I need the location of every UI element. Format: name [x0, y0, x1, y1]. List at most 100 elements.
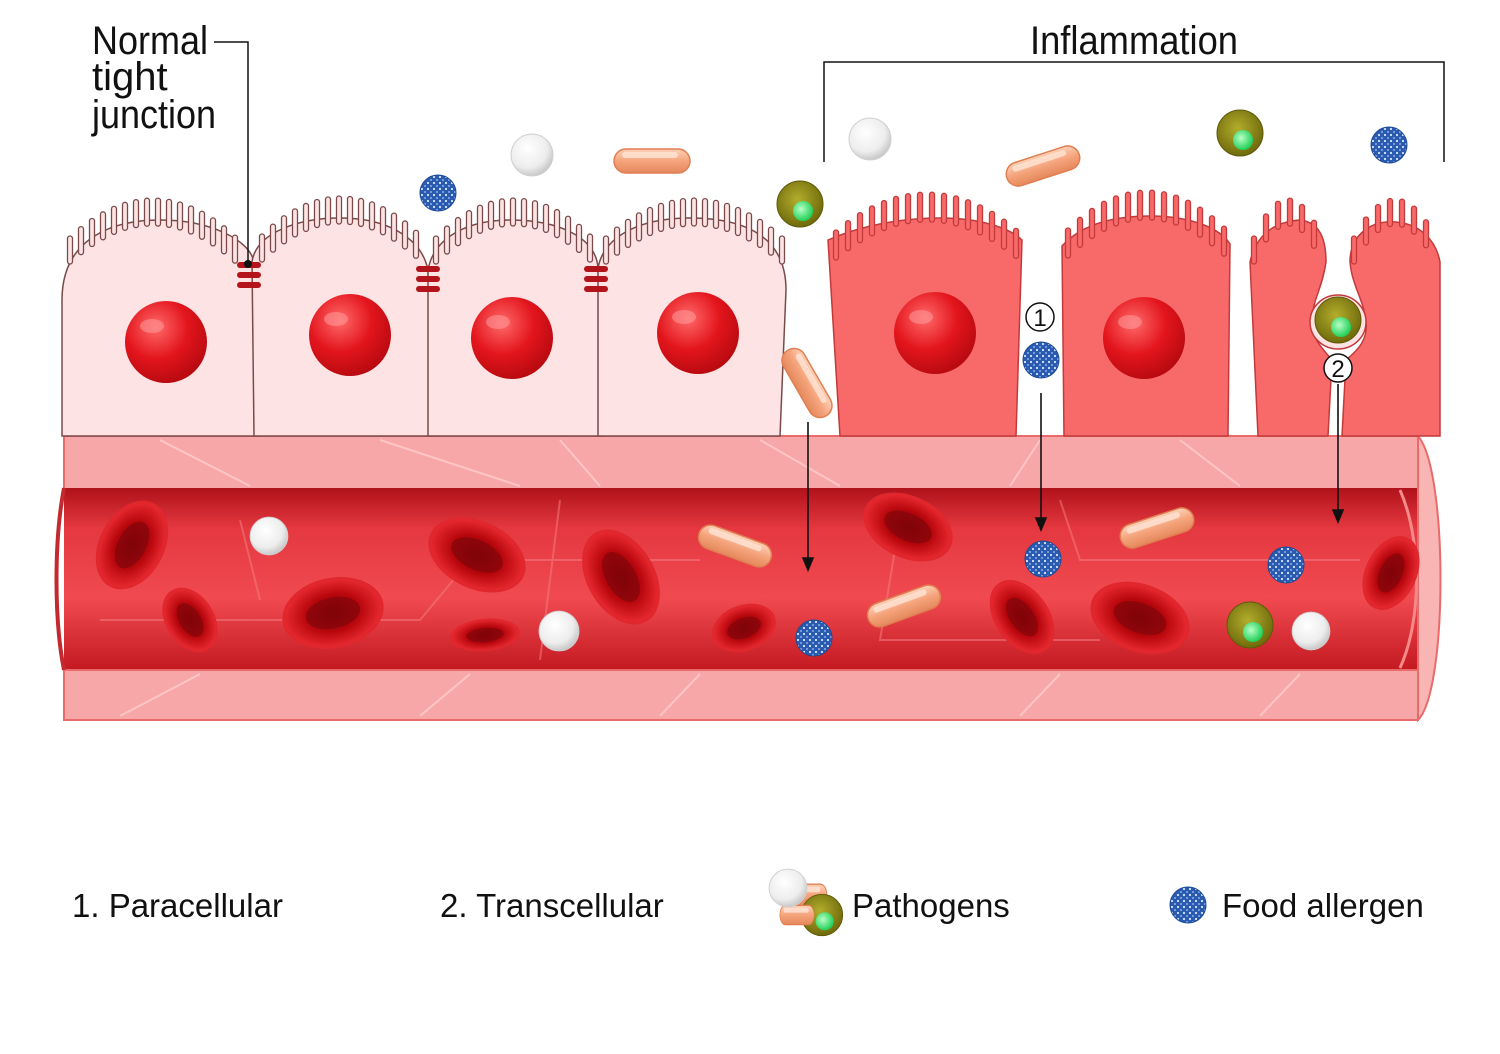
microvillus — [291, 208, 299, 238]
food-allergen — [1022, 341, 1060, 379]
microvillus — [575, 223, 583, 254]
legend-paracellular: 1. Paracellular — [72, 887, 283, 924]
healthy-microvilli — [66, 195, 786, 265]
microvillus — [412, 229, 420, 259]
microvillus — [1112, 195, 1120, 227]
route-1-number: 1 — [1033, 305, 1046, 332]
microvillus — [520, 197, 528, 228]
microvillus — [99, 211, 107, 241]
microvillus — [564, 215, 572, 245]
microvillus — [258, 233, 266, 263]
microvillus — [1100, 200, 1108, 232]
microvillus — [844, 219, 852, 252]
legend-pathogens: Pathogens — [852, 887, 1010, 924]
blood-vessel — [54, 433, 1442, 723]
microvillus — [1184, 199, 1192, 231]
microvillus — [454, 216, 462, 247]
normal-label-line2: tight — [92, 55, 168, 99]
food-allergen — [1024, 540, 1062, 578]
nucleus — [309, 294, 391, 376]
microvillus — [1422, 219, 1430, 249]
microvillus — [1148, 189, 1156, 221]
route-2-marker: 2 — [1323, 353, 1353, 383]
microvillus — [269, 223, 277, 253]
microvillus — [1196, 206, 1204, 238]
microvillus — [586, 233, 594, 263]
microvillus — [1350, 235, 1358, 265]
microvillus — [401, 220, 409, 250]
microvillus — [280, 215, 288, 245]
microvillus — [1172, 194, 1180, 226]
microvillus — [198, 210, 206, 240]
microvillus — [346, 195, 354, 226]
microvillus — [690, 197, 698, 227]
microvillus — [1136, 189, 1144, 221]
microvillus — [390, 212, 398, 242]
microvillus — [767, 226, 775, 256]
microvillus — [1250, 235, 1258, 265]
microvillus — [88, 217, 96, 248]
microvillus — [1160, 191, 1168, 223]
microvillus — [1286, 197, 1294, 227]
microvillus — [1208, 215, 1216, 247]
microvillus — [187, 205, 195, 235]
microvillus — [613, 226, 621, 256]
microvillus — [165, 198, 173, 229]
microvillus — [443, 225, 451, 255]
microvillus — [1298, 203, 1306, 234]
microvillus — [1398, 198, 1406, 228]
microvillus — [1362, 216, 1370, 246]
microvillus — [745, 212, 753, 242]
white-pathogen — [510, 133, 554, 177]
microvillus — [1374, 203, 1382, 234]
microvillus — [220, 225, 228, 255]
microvillus — [712, 199, 720, 230]
olive-pathogen — [1314, 296, 1362, 344]
microvillus — [465, 209, 473, 240]
microvillus — [868, 205, 876, 237]
microvillus — [1012, 227, 1020, 259]
normal-label-line1: Normal — [92, 19, 208, 63]
microvillus — [335, 195, 343, 225]
microvillus — [1220, 225, 1228, 257]
microvillus — [679, 197, 687, 228]
microvillus — [756, 218, 764, 249]
microvillus — [1088, 207, 1096, 240]
passage-arrows — [801, 384, 1345, 573]
white-pathogen — [249, 516, 289, 556]
microvillus — [77, 225, 85, 256]
food-allergen — [795, 619, 833, 657]
microvillus — [1310, 219, 1318, 249]
white-pathogen — [848, 117, 892, 161]
microvillus — [916, 191, 924, 223]
nucleus — [471, 297, 553, 379]
food-allergen — [1267, 546, 1305, 584]
legend-transcellular: 2. Transcellular — [440, 887, 664, 924]
microvillus — [602, 235, 610, 265]
microvillus — [324, 196, 332, 226]
microvillus — [1386, 197, 1394, 228]
microvillus — [701, 197, 709, 228]
microvillus — [121, 201, 129, 231]
microvillus — [313, 198, 321, 229]
tight-junctions — [237, 262, 608, 292]
microvillus — [832, 229, 840, 261]
microvillus — [880, 199, 888, 232]
normal-label-line3: junction — [91, 93, 216, 137]
microvillus — [1410, 205, 1418, 235]
olive-pathogen — [1226, 601, 1274, 649]
nucleus — [125, 301, 207, 383]
food-allergen — [1370, 126, 1408, 164]
nucleus — [657, 292, 739, 374]
microvillus — [154, 197, 162, 227]
microvillus — [778, 235, 786, 265]
microvillus — [110, 205, 118, 236]
microvillus — [432, 235, 440, 265]
olive-pathogen — [1216, 109, 1264, 157]
microvillus — [231, 234, 239, 264]
microvillus — [1262, 213, 1270, 243]
microvillus — [952, 195, 960, 227]
microvillus — [143, 197, 151, 227]
bacterium — [1002, 142, 1084, 190]
vessel-upper-wall — [63, 435, 1419, 491]
